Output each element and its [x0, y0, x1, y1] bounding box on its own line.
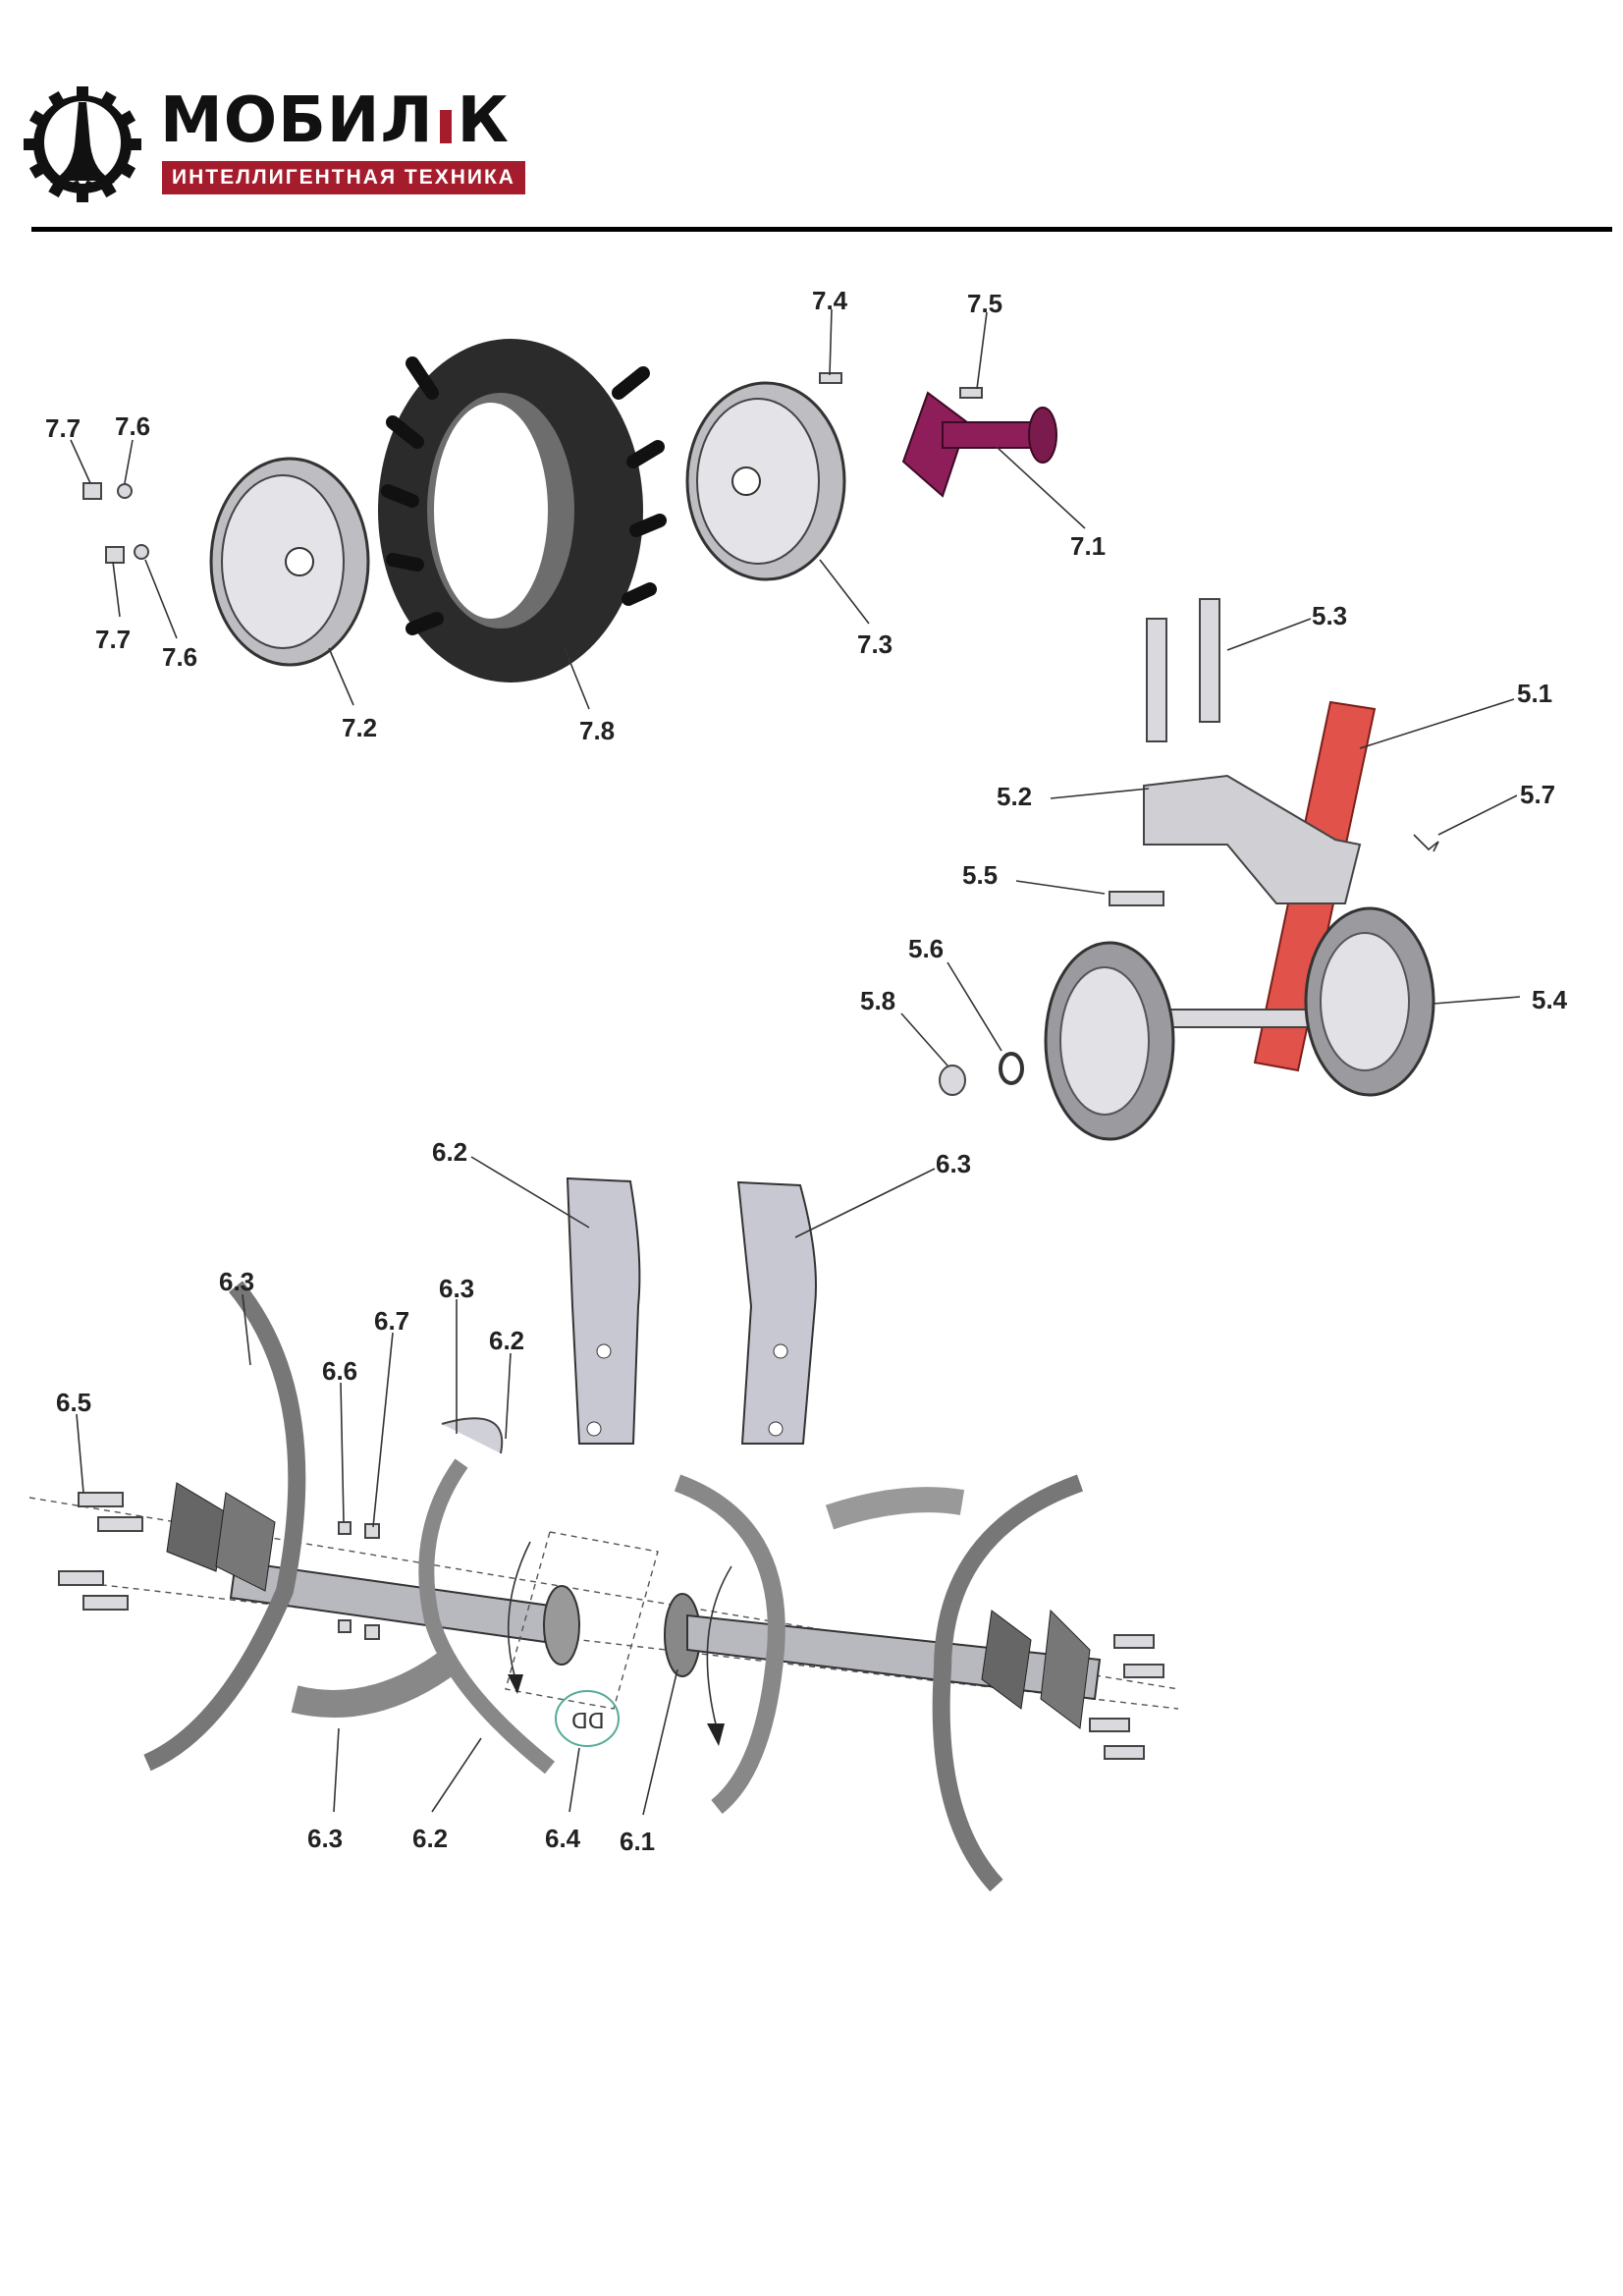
- wheel-hub-7-1: [901, 391, 1057, 498]
- label-7-4: 7.4: [812, 286, 848, 315]
- direction-arrow-left: [507, 1541, 531, 1694]
- leader-lines: [70, 308, 1521, 1816]
- direction-arrow-right: [706, 1565, 732, 1746]
- label-6-4: 6.4: [545, 1824, 581, 1853]
- blade-6-3-detached: [736, 1180, 817, 1445]
- tire-7-8: [378, 339, 667, 683]
- rim-half-7-3: [685, 381, 846, 581]
- bracket-5-2: [1143, 774, 1362, 904]
- label-6-5: 6.5: [56, 1388, 91, 1417]
- label-5-3: 5.3: [1312, 601, 1347, 630]
- washer-7-6-bottom: [134, 544, 149, 560]
- label-7-5: 7.5: [967, 289, 1002, 318]
- label-7-8: 7.8: [579, 716, 615, 745]
- label-7-2: 7.2: [342, 713, 377, 742]
- logo-red-mark: [439, 110, 452, 143]
- clip-5-7: [1413, 834, 1439, 852]
- label-6-2: 6.2: [489, 1326, 524, 1355]
- bolts-6-5: [58, 1492, 143, 1611]
- blade-6-2-detached: [566, 1176, 641, 1445]
- pin-5-3: [1146, 598, 1220, 742]
- washer-7-6-top: [117, 483, 133, 499]
- support-wheel-5-4: [1044, 906, 1435, 1141]
- pin-6-4: ᗡᗡ: [505, 1531, 659, 1747]
- label-6-6: 6.6: [322, 1356, 357, 1386]
- label-6-7: 6.7: [374, 1306, 409, 1336]
- label-7-6: 7.6: [162, 642, 197, 672]
- nut-7-7-top: [82, 482, 102, 500]
- label-6-1: 6.1: [620, 1827, 655, 1856]
- left-tiller-shaft: [28, 1281, 1179, 1775]
- label-7-6: 7.6: [115, 411, 150, 441]
- label-6-3: 6.3: [307, 1824, 343, 1853]
- nut-7-7-bottom: [105, 546, 125, 564]
- label-6-2: 6.2: [432, 1137, 467, 1167]
- label-7-1: 7.1: [1070, 531, 1106, 561]
- right-tiller-shaft: [664, 1474, 1164, 1892]
- label-5-6: 5.6: [908, 934, 944, 963]
- label-6-3: 6.3: [439, 1274, 474, 1303]
- logo-name-end: К: [457, 84, 510, 157]
- logo-wordmark: МОБИЛ К: [160, 86, 510, 155]
- label-5-4: 5.4: [1532, 985, 1568, 1014]
- cap-5-8: [939, 1065, 966, 1096]
- header-divider: [31, 227, 1612, 232]
- rim-half-7-2: [209, 457, 370, 667]
- pin-5-5: [1109, 891, 1164, 906]
- logo-tagline: ИНТЕЛЛИГЕНТНАЯ ТЕХНИКА: [162, 161, 525, 194]
- label-5-2: 5.2: [997, 782, 1032, 811]
- nuts-6-6-6-7: [338, 1521, 380, 1640]
- label-5-5: 5.5: [962, 860, 998, 890]
- label-5-8: 5.8: [860, 986, 895, 1015]
- washer-5-6: [999, 1052, 1024, 1085]
- label-7-3: 7.3: [857, 629, 893, 659]
- label-5-7: 5.7: [1520, 780, 1555, 809]
- label-5-1: 5.1: [1517, 679, 1552, 708]
- bolt-7-5: [959, 387, 983, 399]
- label-6-3: 6.3: [936, 1149, 971, 1178]
- bolt-7-4: [819, 372, 842, 384]
- label-6-3: 6.3: [219, 1267, 254, 1296]
- logo-name: МОБИЛ: [160, 84, 434, 157]
- label-7-7: 7.7: [95, 625, 131, 654]
- label-6-2: 6.2: [412, 1824, 448, 1853]
- logo-gear-icon: [24, 86, 141, 202]
- label-7-7: 7.7: [45, 413, 81, 443]
- svg-text:ᗡᗡ: ᗡᗡ: [571, 1710, 605, 1734]
